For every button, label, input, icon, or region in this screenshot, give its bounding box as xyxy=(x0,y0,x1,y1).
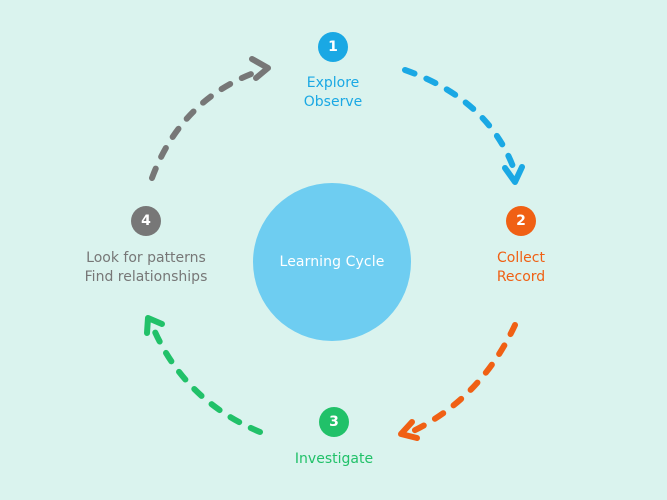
stage-2-label: Collect Record xyxy=(471,249,571,287)
stage-1-line-2: Observe xyxy=(303,94,363,110)
stage-3-line-1: Investigate xyxy=(294,451,374,467)
center-label: Learning Cycle xyxy=(279,254,385,270)
arrowhead-investigate-to-patterns xyxy=(144,315,165,336)
stage-1-badge: 1 xyxy=(318,32,348,62)
arrowhead-explore-to-collect xyxy=(502,164,525,185)
arrow-explore-to-collect xyxy=(402,67,518,175)
arrow-patterns-to-explore xyxy=(149,67,265,181)
center-circle: Learning Cycle xyxy=(253,183,411,341)
stage-4-label: Look for patterns Find relationships xyxy=(66,249,226,287)
arrow-investigate-to-patterns xyxy=(149,322,263,435)
stage-1-label: Explore Observe xyxy=(283,74,383,112)
stage-2-line-1: Collect xyxy=(497,250,545,266)
arrowhead-patterns-to-explore xyxy=(249,56,271,81)
stage-1-line-1: Explore xyxy=(306,75,360,91)
stage-4-line-2: Find relationships xyxy=(84,269,208,285)
stage-3-label: Investigate xyxy=(274,450,394,469)
stage-4-badge: 4 xyxy=(131,206,161,236)
stage-4-line-1: Look for patterns xyxy=(86,250,206,266)
stage-2-line-2: Record xyxy=(496,269,546,285)
stage-2-badge: 2 xyxy=(506,206,536,236)
stage-3-badge: 3 xyxy=(319,407,349,437)
arrowhead-collect-to-investigate xyxy=(398,419,420,441)
arrow-collect-to-investigate xyxy=(406,322,518,436)
